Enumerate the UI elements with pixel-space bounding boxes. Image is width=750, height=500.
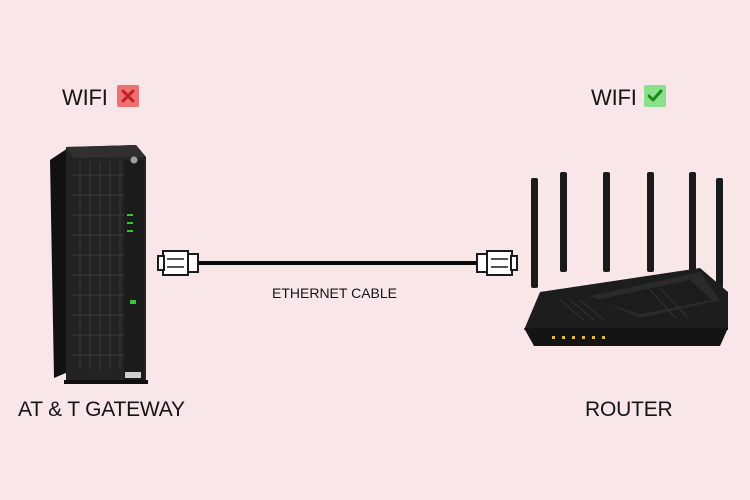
- router-name-label: ROUTER: [585, 398, 672, 422]
- router-device: [524, 172, 728, 346]
- right-rj45-connector: [477, 251, 517, 275]
- gateway-name-label: AT & T GATEWAY: [18, 398, 185, 422]
- gateway-device: [50, 145, 148, 384]
- left-rj45-connector: [158, 251, 198, 275]
- ethernet-cable: [158, 251, 517, 275]
- ethernet-cable-label: ETHERNET CABLE: [272, 285, 397, 301]
